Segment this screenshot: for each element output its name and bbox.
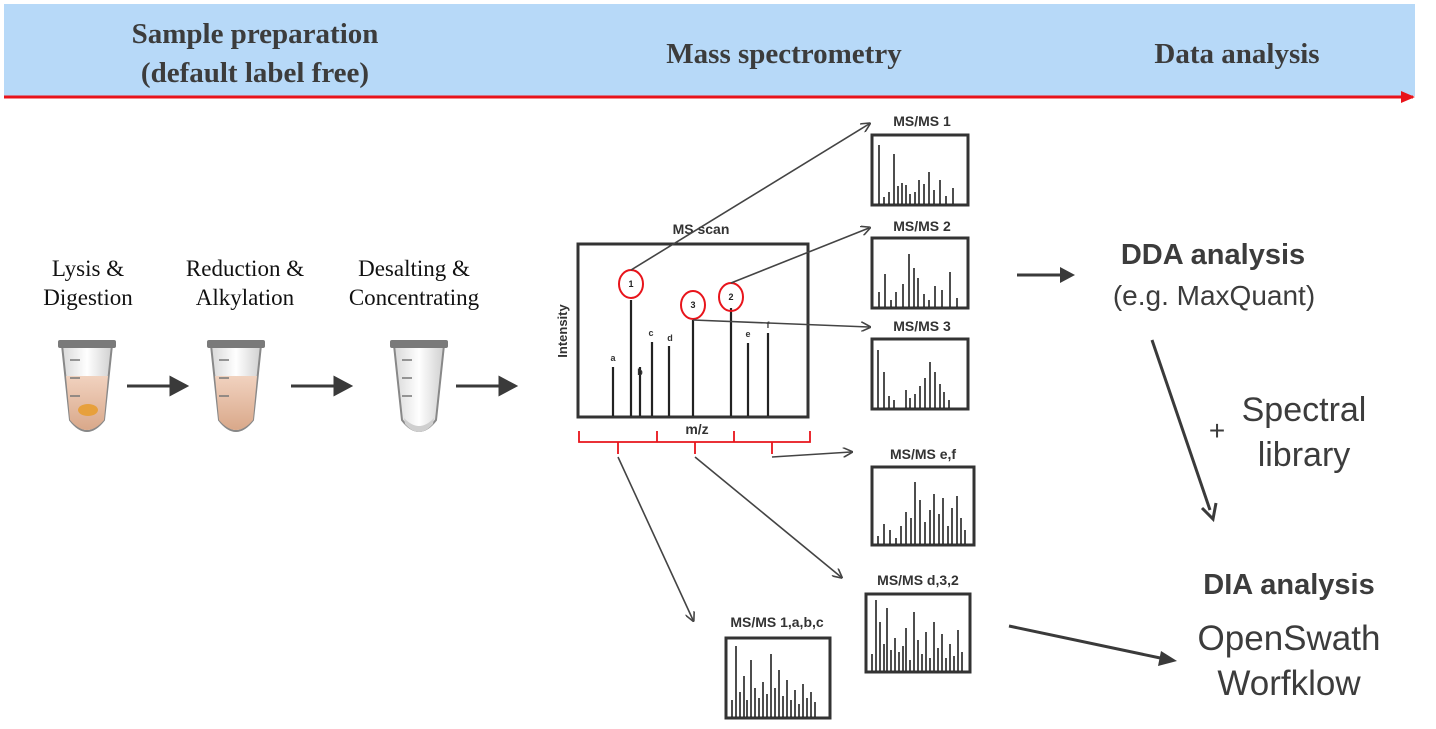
msms-d32: MS/MS d,3,2 bbox=[864, 572, 972, 674]
ms-scan: MS scan Intensity m/z a b c d e f bbox=[555, 221, 811, 454]
precursor-label-2: 2 bbox=[728, 292, 733, 302]
peak-label-a: a bbox=[610, 353, 616, 363]
arrowhead-tube1-tube2 bbox=[169, 375, 190, 397]
msms-1abc: MS/MS 1,a,b,c bbox=[724, 614, 832, 720]
msms-2: MS/MS 2 bbox=[870, 218, 970, 310]
spectral-library-line2: library bbox=[1258, 436, 1351, 474]
header-mass-spectrometry: Mass spectrometry bbox=[666, 38, 902, 70]
msms-3-label: MS/MS 3 bbox=[893, 318, 951, 334]
ms-scan-y-label: Intensity bbox=[555, 304, 570, 358]
ms-scan-x-label: m/z bbox=[685, 421, 708, 437]
isolation-brackets bbox=[578, 431, 811, 454]
step-reduction-line1: Reduction & bbox=[186, 256, 304, 281]
msms-1-label: MS/MS 1 bbox=[893, 113, 951, 129]
arrow-to-dia bbox=[1008, 624, 1166, 661]
dda-subtitle: (e.g. MaxQuant) bbox=[1113, 280, 1315, 311]
dia-title: DIA analysis bbox=[1203, 569, 1374, 601]
dda-title: DDA analysis bbox=[1121, 239, 1305, 271]
arrowhead-tube3-ms bbox=[498, 375, 519, 397]
msms-connection-arrows bbox=[617, 124, 869, 620]
step-desalting-line2: Concentrating bbox=[349, 285, 480, 310]
msms-2-label: MS/MS 2 bbox=[893, 218, 951, 234]
precursor-label-3: 3 bbox=[690, 300, 695, 310]
msms-1abc-label: MS/MS 1,a,b,c bbox=[730, 614, 824, 630]
header-band bbox=[4, 4, 1415, 96]
tube-lysis-icon bbox=[58, 340, 116, 432]
msms-1: MS/MS 1 bbox=[870, 113, 970, 207]
tube-reduction-icon bbox=[207, 340, 265, 432]
msms-ef-label: MS/MS e,f bbox=[890, 446, 956, 462]
msms-3: MS/MS 3 bbox=[870, 318, 970, 411]
peak-label-c: c bbox=[648, 328, 653, 338]
arrow-dda-to-dia bbox=[1150, 339, 1212, 511]
step-lysis-line1: Lysis & bbox=[52, 256, 124, 281]
peak-label-d: d bbox=[667, 333, 673, 343]
tube-desalting-icon bbox=[390, 340, 448, 432]
msms-ef: MS/MS e,f bbox=[870, 446, 976, 547]
peak-label-b: b bbox=[637, 367, 643, 377]
dia-workflow-line1: OpenSwath bbox=[1198, 619, 1381, 658]
header-data-analysis: Data analysis bbox=[1154, 38, 1319, 70]
msms-d32-label: MS/MS d,3,2 bbox=[877, 572, 959, 588]
header-sample-prep-line2: (default label free) bbox=[141, 57, 369, 89]
step-reduction-line2: Alkylation bbox=[196, 285, 295, 310]
process-arrows bbox=[127, 375, 519, 397]
step-lysis-line2: Digestion bbox=[43, 285, 133, 310]
step-desalting-line1: Desalting & bbox=[358, 256, 470, 281]
analysis-section: DDA analysis (e.g. MaxQuant) + Spectral … bbox=[1008, 239, 1381, 703]
peak-label-e: e bbox=[745, 329, 750, 339]
precursor-circle-3 bbox=[680, 290, 706, 320]
plus-sign: + bbox=[1209, 415, 1225, 446]
peak-label-f: f bbox=[767, 320, 771, 330]
header-sample-prep-line1: Sample preparation bbox=[132, 18, 379, 50]
precursor-label-1: 1 bbox=[628, 279, 633, 289]
dia-workflow-line2: Worfklow bbox=[1217, 664, 1361, 703]
arrowhead-tube2-tube3 bbox=[333, 375, 354, 397]
spectral-library-line1: Spectral bbox=[1242, 391, 1367, 429]
ms-scan-title: MS scan bbox=[673, 221, 730, 237]
